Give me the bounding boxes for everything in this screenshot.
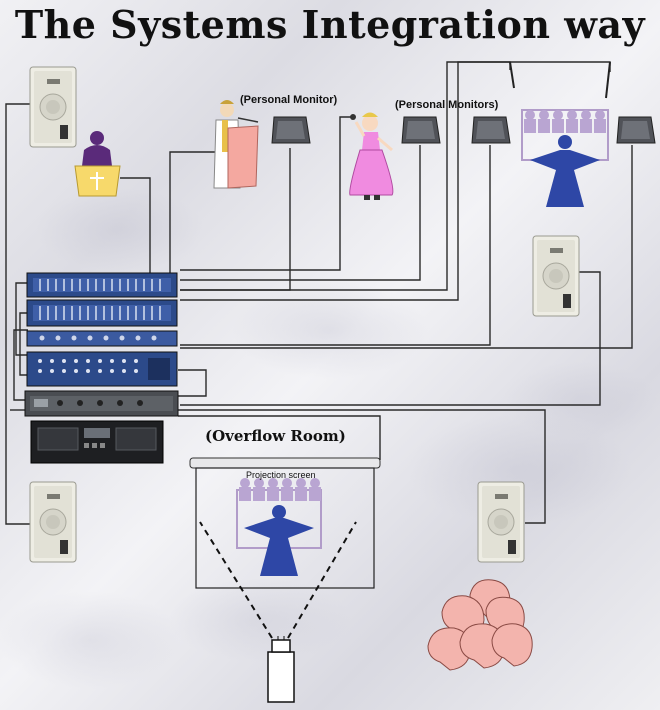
equalizer-icon — [26, 272, 178, 298]
floor-monitor-icon — [271, 116, 311, 144]
floor-monitor-icon — [471, 116, 511, 144]
audience-icon — [427, 579, 533, 671]
singer-icon — [349, 112, 394, 200]
projection-screen-label: Projection screen — [246, 470, 316, 480]
floor-monitor-icon — [616, 116, 656, 144]
equalizer-icon — [26, 299, 178, 327]
mixer-icon — [26, 351, 178, 387]
projector-icon — [267, 636, 295, 703]
speaker-icon — [29, 481, 77, 563]
overflow-room-label: (Overflow Room) — [205, 427, 346, 445]
choir-icon — [236, 478, 322, 576]
personal-monitor-label: (Personal Monitor) — [240, 94, 338, 106]
speaker-icon — [477, 481, 525, 563]
speaker-icon — [29, 66, 77, 148]
projection-screen — [189, 457, 381, 589]
speaker-icon — [532, 235, 580, 317]
page-title: The Systems Integration way — [14, 2, 646, 47]
hanging-mic-icon — [509, 61, 611, 99]
floor-monitor-icon — [401, 116, 441, 144]
preacher-icon — [213, 100, 259, 189]
personal-monitors-label: (Personal Monitors) — [395, 99, 499, 111]
crossover-icon — [26, 330, 178, 347]
pulpit-icon — [74, 131, 121, 197]
choir-icon — [521, 109, 609, 207]
amplifier-icon — [24, 390, 179, 417]
cassette-deck-icon — [30, 420, 164, 464]
projection-beam — [199, 521, 357, 639]
